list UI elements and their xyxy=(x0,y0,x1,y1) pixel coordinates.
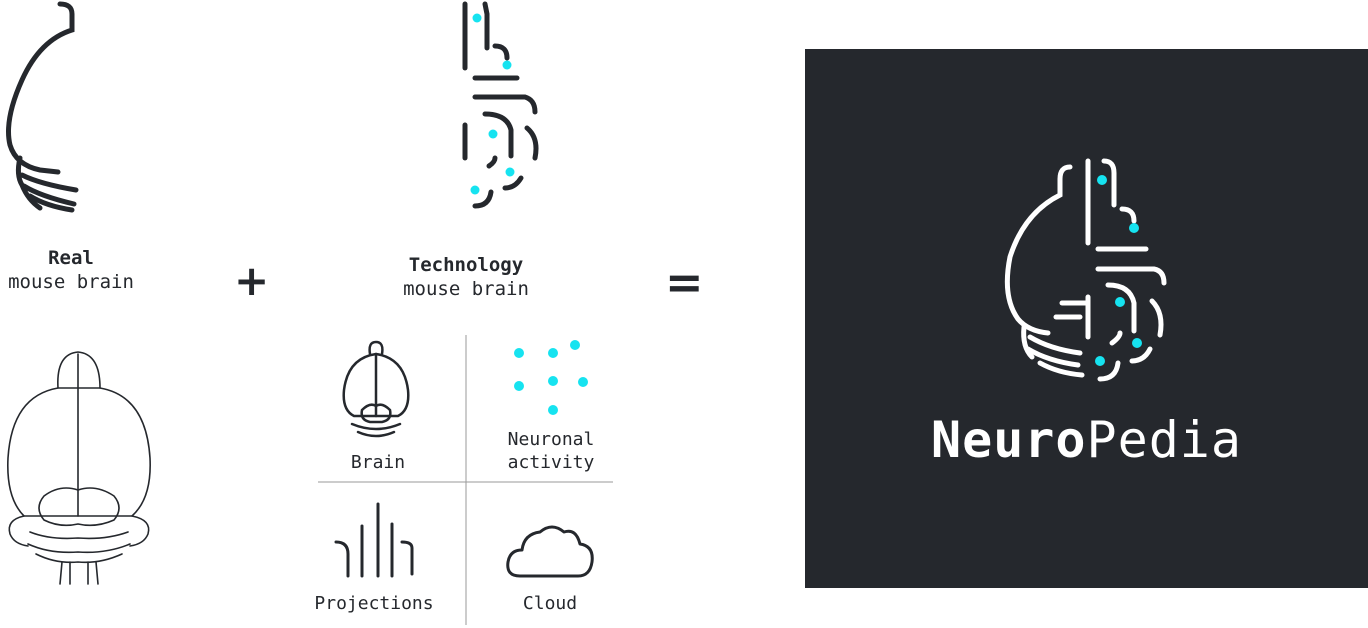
wordmark-neuro: Neuro xyxy=(930,411,1087,469)
equals-operator: = xyxy=(665,255,704,309)
technology-brain-icon xyxy=(462,1,539,209)
technology-brain-title: Technology xyxy=(408,254,524,276)
neuropedia-brain-logo-icon xyxy=(1004,158,1167,382)
projections-icon xyxy=(334,502,414,578)
real-brain-outline-icon xyxy=(6,1,79,213)
cloud-icon xyxy=(506,525,594,578)
quadrant-dividers xyxy=(318,335,613,625)
wordmark-pedia: Pedia xyxy=(1086,411,1243,469)
neuronal-activity-label-line1: Neuronal xyxy=(507,429,595,450)
neuronal-activity-dots-icon xyxy=(514,340,588,415)
neuronal-activity-label-line2: activity xyxy=(507,452,595,473)
neuropedia-wordmark: NeuroPedia xyxy=(805,411,1368,469)
technology-brain-caption: Technology mouse brain xyxy=(385,253,547,301)
brain-label: Brain xyxy=(350,452,406,473)
cloud-label: Cloud xyxy=(522,593,578,614)
neuronal-activity-label: Neuronal activity xyxy=(485,428,617,474)
real-brain-title: Real xyxy=(48,247,94,269)
technology-brain-subtitle: mouse brain xyxy=(403,278,529,300)
anatomical-brain-drawing xyxy=(7,351,151,585)
real-brain-caption: Real mouse brain xyxy=(0,246,142,294)
real-brain-subtitle: mouse brain xyxy=(8,271,134,293)
projections-label: Projections xyxy=(314,593,434,614)
plus-operator: + xyxy=(234,256,270,305)
logo-panel: NeuroPedia xyxy=(805,49,1368,588)
brain-icon xyxy=(342,340,410,438)
